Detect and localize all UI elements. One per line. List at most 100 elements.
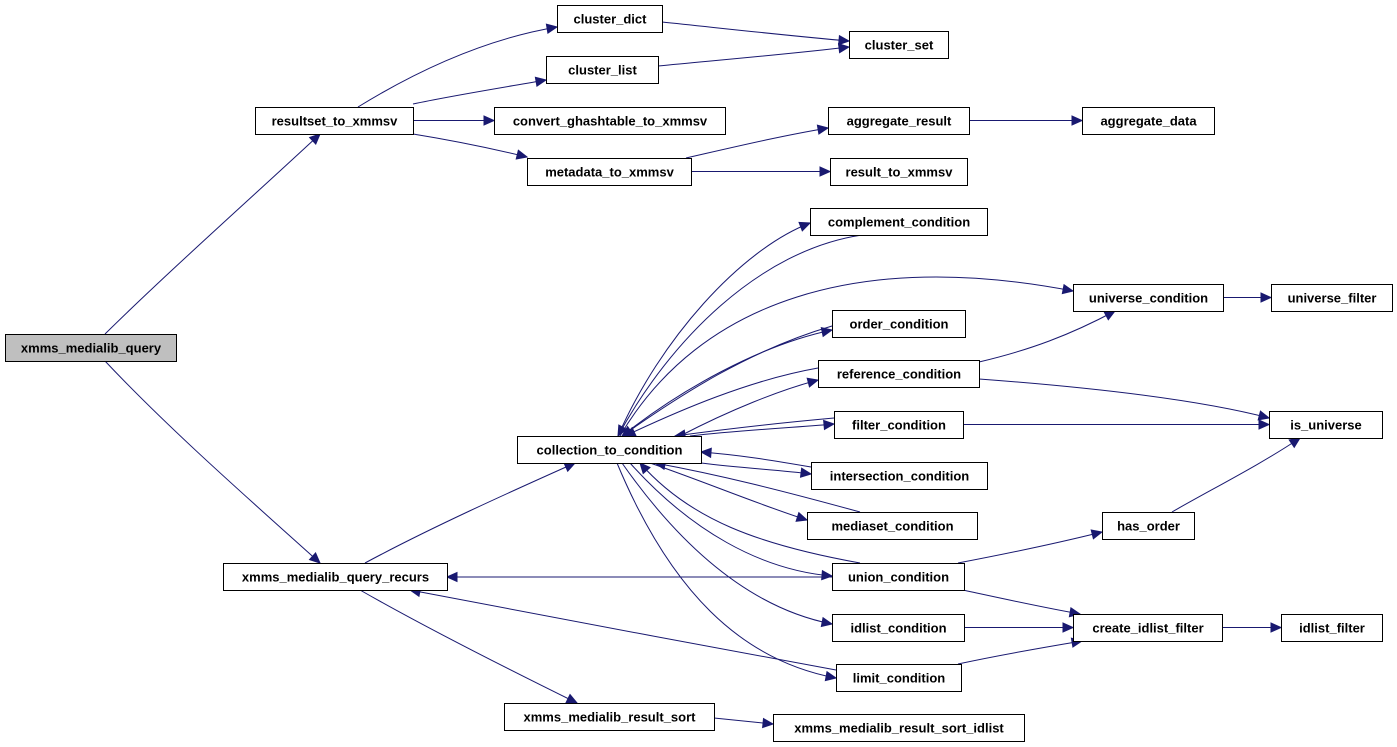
arrowhead-hasord-to-isuniv bbox=[1288, 437, 1302, 449]
node-cset[interactable]: cluster_set bbox=[849, 31, 949, 59]
node-box-clist bbox=[546, 56, 659, 84]
edge-c2c-to-medset bbox=[649, 462, 808, 521]
node-box-union bbox=[832, 563, 965, 591]
node-aggres[interactable]: aggregate_result bbox=[828, 107, 970, 135]
node-cght[interactable]: convert_ghashtable_to_xmmsv bbox=[494, 107, 726, 135]
node-label-recurs: xmms_medialib_query_recurs bbox=[242, 570, 429, 585]
edge-filt-to-c2c bbox=[674, 417, 835, 437]
node-clist[interactable]: cluster_list bbox=[546, 56, 659, 84]
node-limit[interactable]: limit_condition bbox=[836, 664, 962, 692]
node-box-sort bbox=[504, 703, 715, 731]
node-box-sortidl bbox=[773, 714, 1025, 742]
node-box-medset bbox=[807, 512, 978, 540]
edge-cdict-to-cset bbox=[661, 21, 850, 42]
edge-order-to-c2c bbox=[621, 325, 833, 437]
node-label-limit: limit_condition bbox=[853, 671, 946, 686]
node-recurs[interactable]: xmms_medialib_query_recurs bbox=[223, 563, 448, 591]
node-meta[interactable]: metadata_to_xmmsv bbox=[527, 158, 692, 186]
node-c2c[interactable]: collection_to_condition bbox=[517, 436, 702, 464]
arrowhead-ref-to-c2c bbox=[623, 426, 637, 437]
arrowhead-union-to-hasord bbox=[1090, 529, 1104, 540]
node-box-resultset bbox=[255, 107, 414, 135]
function-nodes: xmms_medialib_query resultset_to_xmmsv clu… bbox=[5, 5, 1393, 742]
node-box-cidl bbox=[1073, 614, 1223, 642]
node-label-union: union_condition bbox=[848, 570, 949, 585]
node-resx[interactable]: result_to_xmmsv bbox=[830, 158, 968, 186]
node-aggdata[interactable]: aggregate_data bbox=[1082, 107, 1215, 135]
arrowhead-resultset-to-cdict bbox=[545, 23, 559, 34]
node-box-root bbox=[5, 334, 177, 362]
node-label-sort: xmms_medialib_result_sort bbox=[524, 710, 697, 725]
edge-ref-to-c2c bbox=[624, 367, 819, 437]
arrowhead-inter-to-c2c bbox=[699, 447, 712, 459]
node-idlcond[interactable]: idlist_condition bbox=[832, 614, 965, 642]
node-inter[interactable]: intersection_condition bbox=[811, 462, 988, 490]
node-label-cset: cluster_set bbox=[865, 38, 934, 53]
node-label-univ: universe_condition bbox=[1089, 291, 1208, 306]
node-label-cidl: create_idlist_filter bbox=[1092, 621, 1203, 636]
arrowhead-resultset-to-meta bbox=[515, 149, 529, 160]
edge-ref-to-univ bbox=[978, 310, 1116, 363]
node-univ[interactable]: universe_condition bbox=[1073, 284, 1224, 312]
node-label-resultset: resultset_to_xmmsv bbox=[272, 114, 398, 129]
node-hasord[interactable]: has_order bbox=[1102, 512, 1195, 540]
node-label-sortidl: xmms_medialib_result_sort_idlist bbox=[794, 721, 1004, 736]
call-edges bbox=[104, 21, 1302, 729]
node-label-hasord: has_order bbox=[1117, 519, 1180, 534]
node-label-c2c: collection_to_condition bbox=[537, 443, 683, 458]
node-univf[interactable]: universe_filter bbox=[1271, 284, 1393, 312]
node-box-c2c bbox=[517, 436, 702, 464]
edge-c2c-to-order bbox=[621, 329, 833, 437]
node-root[interactable]: xmms_medialib_query bbox=[5, 334, 177, 362]
arrowhead-meta-to-resx bbox=[819, 166, 832, 177]
edge-resultset-to-clist bbox=[412, 79, 547, 105]
node-order[interactable]: order_condition bbox=[832, 310, 966, 338]
edge-limit-to-cidl bbox=[957, 640, 1083, 665]
node-union[interactable]: union_condition bbox=[832, 563, 965, 591]
node-box-compl bbox=[810, 208, 988, 236]
node-compl[interactable]: complement_condition bbox=[810, 208, 988, 236]
node-filt[interactable]: filter_condition bbox=[834, 411, 964, 439]
node-cdict[interactable]: cluster_dict bbox=[557, 5, 663, 33]
node-box-hasord bbox=[1102, 512, 1195, 540]
node-isuniv[interactable]: is_universe bbox=[1269, 411, 1383, 439]
node-label-compl: complement_condition bbox=[828, 215, 970, 230]
node-label-inter: intersection_condition bbox=[830, 469, 969, 484]
edge-c2c-to-filt bbox=[689, 423, 835, 437]
arrowhead-ref-to-univ bbox=[1103, 310, 1117, 321]
node-label-order: order_condition bbox=[850, 317, 949, 332]
node-sort[interactable]: xmms_medialib_result_sort bbox=[504, 703, 715, 731]
node-resultset[interactable]: resultset_to_xmmsv bbox=[255, 107, 414, 135]
node-box-inter bbox=[811, 462, 988, 490]
edge-c2c-to-idlcond bbox=[621, 462, 833, 625]
arrowhead-cidl-to-idlf bbox=[1270, 622, 1283, 633]
node-sortidl[interactable]: xmms_medialib_result_sort_idlist bbox=[773, 714, 1025, 742]
edge-hasord-to-isuniv bbox=[1171, 437, 1301, 513]
node-ref[interactable]: reference_condition bbox=[818, 360, 980, 388]
arrowhead-filt-to-isuniv bbox=[1258, 419, 1271, 430]
node-idlf[interactable]: idlist_filter bbox=[1281, 614, 1383, 642]
arrowhead-c2c-to-compl bbox=[798, 221, 812, 232]
node-box-filt bbox=[834, 411, 964, 439]
arrowhead-ref-to-isuniv bbox=[1257, 410, 1271, 421]
node-label-filt: filter_condition bbox=[852, 418, 946, 433]
arrowhead-c2c-to-inter bbox=[799, 467, 813, 478]
edge-c2c-to-univ bbox=[619, 276, 1074, 437]
node-label-univf: universe_filter bbox=[1288, 291, 1377, 306]
edge-compl-to-c2c bbox=[617, 234, 863, 437]
node-label-ref: reference_condition bbox=[837, 367, 961, 382]
node-label-root: xmms_medialib_query bbox=[21, 341, 162, 356]
arrowhead-c2c-to-ref bbox=[806, 377, 820, 388]
edge-ref-to-isuniv bbox=[978, 378, 1270, 419]
node-medset[interactable]: mediaset_condition bbox=[807, 512, 978, 540]
arrowhead-root-to-recurs bbox=[308, 552, 321, 564]
node-box-univf bbox=[1271, 284, 1393, 312]
arrowhead-root-to-resultset bbox=[308, 133, 321, 146]
node-label-meta: metadata_to_xmmsv bbox=[545, 165, 674, 180]
node-box-cght bbox=[494, 107, 726, 135]
arrowhead-aggres-to-aggdata bbox=[1071, 115, 1084, 126]
arrowhead-clist-to-cset bbox=[837, 43, 851, 54]
node-cidl[interactable]: create_idlist_filter bbox=[1073, 614, 1223, 642]
node-box-resx bbox=[830, 158, 968, 186]
node-box-recurs bbox=[223, 563, 448, 591]
